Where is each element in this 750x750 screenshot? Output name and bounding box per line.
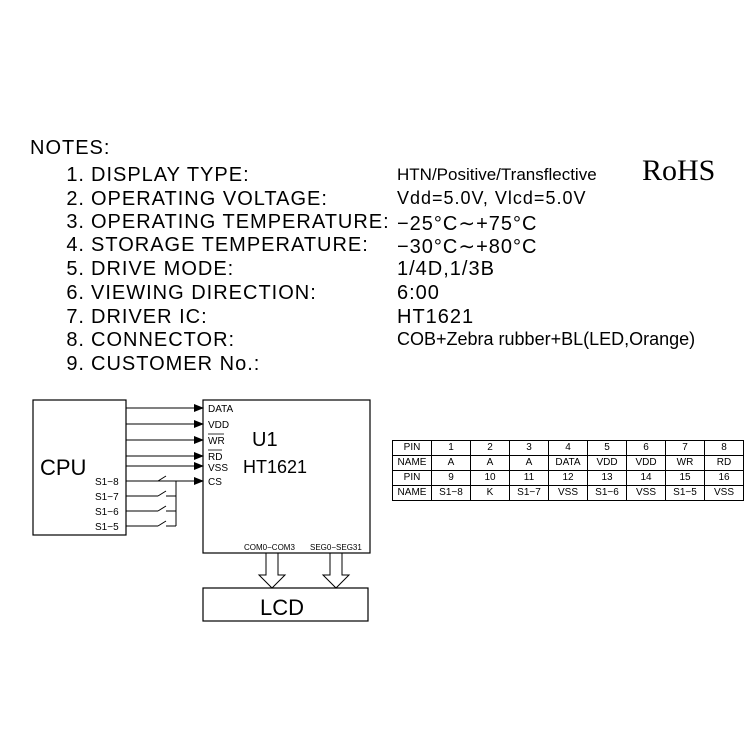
- block-diagram: CPU U1 HT1621 DATA VDD WR RD VSS CS S1−8…: [32, 399, 371, 622]
- table-cell: 3: [509, 440, 549, 456]
- seg-label: SEG0−SEG31: [310, 543, 362, 552]
- table-cell: 2: [470, 440, 510, 456]
- table-cell: K: [470, 485, 510, 501]
- seg-bus-arrow: [321, 553, 351, 589]
- table-cell: 10: [470, 470, 510, 486]
- table-cell: VDD: [626, 455, 666, 471]
- note-value: Vdd=5.0V, Vlcd=5.0V: [397, 188, 587, 208]
- switch-s1-6: [126, 505, 176, 512]
- note-value: 1/4D,1/3B: [397, 258, 495, 280]
- switch-label: S1−8: [95, 477, 119, 488]
- note-value: COB+Zebra rubber+BL(LED,Orange): [397, 329, 696, 349]
- note-label: DRIVER IC:: [91, 306, 208, 328]
- note-number: 7.: [66, 306, 85, 328]
- pin-label-cs: CS: [208, 477, 222, 488]
- signal-lines: [126, 404, 204, 485]
- note-number: 3.: [66, 211, 85, 233]
- table-cell: PIN: [392, 470, 432, 486]
- table-cell: 1: [431, 440, 471, 456]
- table-cell: VDD: [587, 455, 627, 471]
- pin-label-vdd: VDD: [208, 420, 229, 431]
- table-cell: VSS: [626, 485, 666, 501]
- lcd-label: LCD: [260, 595, 304, 620]
- table-cell: RD: [704, 455, 744, 471]
- table-row: NAME A A A DATA VDD VDD WR RD: [392, 455, 744, 471]
- table-row: NAME S1−8 K S1−7 VSS S1−6 VSS S1−5 VSS: [392, 485, 744, 501]
- note-number: 1.: [66, 164, 85, 186]
- note-label: DRIVE MODE:: [91, 258, 235, 280]
- table-cell: A: [431, 455, 471, 471]
- note-label: OPERATING VOLTAGE:: [91, 188, 328, 210]
- table-cell: 15: [665, 470, 705, 486]
- table-cell: 4: [548, 440, 588, 456]
- table-cell: PIN: [392, 440, 432, 456]
- chip-pin-labels: DATA VDD WR RD VSS CS: [208, 404, 234, 488]
- chip-name: HT1621: [243, 457, 307, 477]
- note-label: CONNECTOR:: [91, 329, 236, 351]
- switch-group: S1−8 S1−7 S1−6 S1−5: [95, 475, 177, 533]
- table-cell: S1−7: [509, 485, 549, 501]
- note-number: 9.: [66, 353, 85, 375]
- notes-section: NOTES: 1. DISPLAY TYPE: HTN/Positive/Tra…: [30, 137, 716, 375]
- com-label: COM0−COM3: [244, 543, 295, 552]
- note-value: −30°C∼+80°C: [397, 236, 538, 258]
- note-number: 6.: [66, 282, 85, 304]
- table-cell: A: [509, 455, 549, 471]
- note-number: 4.: [66, 234, 85, 256]
- chip-reference: U1: [252, 429, 278, 451]
- lcd-block: [202, 587, 369, 622]
- table-cell: 11: [509, 470, 549, 486]
- table-cell: S1−5: [665, 485, 705, 501]
- note-value: −25°C∼+75°C: [397, 213, 538, 235]
- table-cell: 7: [665, 440, 705, 456]
- table-row: PIN 9 10 11 12 13 14 15 16: [392, 470, 744, 486]
- rohs-mark: RoHS: [642, 154, 716, 187]
- table-cell: NAME: [392, 455, 432, 471]
- note-label: CUSTOMER No.:: [91, 353, 261, 375]
- switch-label: S1−5: [95, 522, 119, 533]
- note-value: HTN/Positive/Transflective: [397, 165, 597, 184]
- table-cell: 13: [587, 470, 627, 486]
- pin-label-wr: WR: [208, 436, 225, 447]
- table-cell: 16: [704, 470, 744, 486]
- switch-s1-8: [126, 475, 176, 482]
- switch-label: S1−7: [95, 492, 119, 503]
- note-label: STORAGE TEMPERATURE:: [91, 234, 369, 256]
- note-number: 2.: [66, 188, 85, 210]
- pin-label-vss: VSS: [208, 463, 228, 474]
- table-cell: A: [470, 455, 510, 471]
- note-label: VIEWING DIRECTION:: [91, 282, 317, 304]
- table-cell: 12: [548, 470, 588, 486]
- table-cell: S1−8: [431, 485, 471, 501]
- table-cell: 9: [431, 470, 471, 486]
- cpu-block: [32, 399, 127, 536]
- note-value: HT1621: [397, 306, 475, 328]
- note-number: 8.: [66, 329, 85, 351]
- table-cell: WR: [665, 455, 705, 471]
- table-cell: DATA: [548, 455, 588, 471]
- table-cell: S1−6: [587, 485, 627, 501]
- table-cell: NAME: [392, 485, 432, 501]
- note-label: OPERATING TEMPERATURE:: [91, 211, 390, 233]
- table-row: PIN 1 2 3 4 5 6 7 8: [392, 440, 744, 456]
- pin-table: PIN 1 2 3 4 5 6 7 8 NAME A A A DATA VDD …: [392, 440, 744, 501]
- switch-s1-7: [126, 490, 176, 497]
- cpu-label: CPU: [40, 455, 86, 480]
- notes-title: NOTES:: [30, 137, 111, 159]
- note-value: 6:00: [397, 282, 440, 304]
- table-cell: VSS: [548, 485, 588, 501]
- table-cell: VSS: [704, 485, 744, 501]
- table-cell: 6: [626, 440, 666, 456]
- pin-label-data: DATA: [208, 404, 234, 415]
- driver-ic-block: [202, 399, 371, 554]
- table-cell: 8: [704, 440, 744, 456]
- table-cell: 5: [587, 440, 627, 456]
- table-cell: 14: [626, 470, 666, 486]
- com-bus-arrow: [257, 553, 287, 589]
- switch-s1-5: [126, 520, 176, 527]
- switch-label: S1−6: [95, 507, 119, 518]
- pin-label-rd: RD: [208, 452, 222, 463]
- note-number: 5.: [66, 258, 85, 280]
- note-label: DISPLAY TYPE:: [91, 164, 250, 186]
